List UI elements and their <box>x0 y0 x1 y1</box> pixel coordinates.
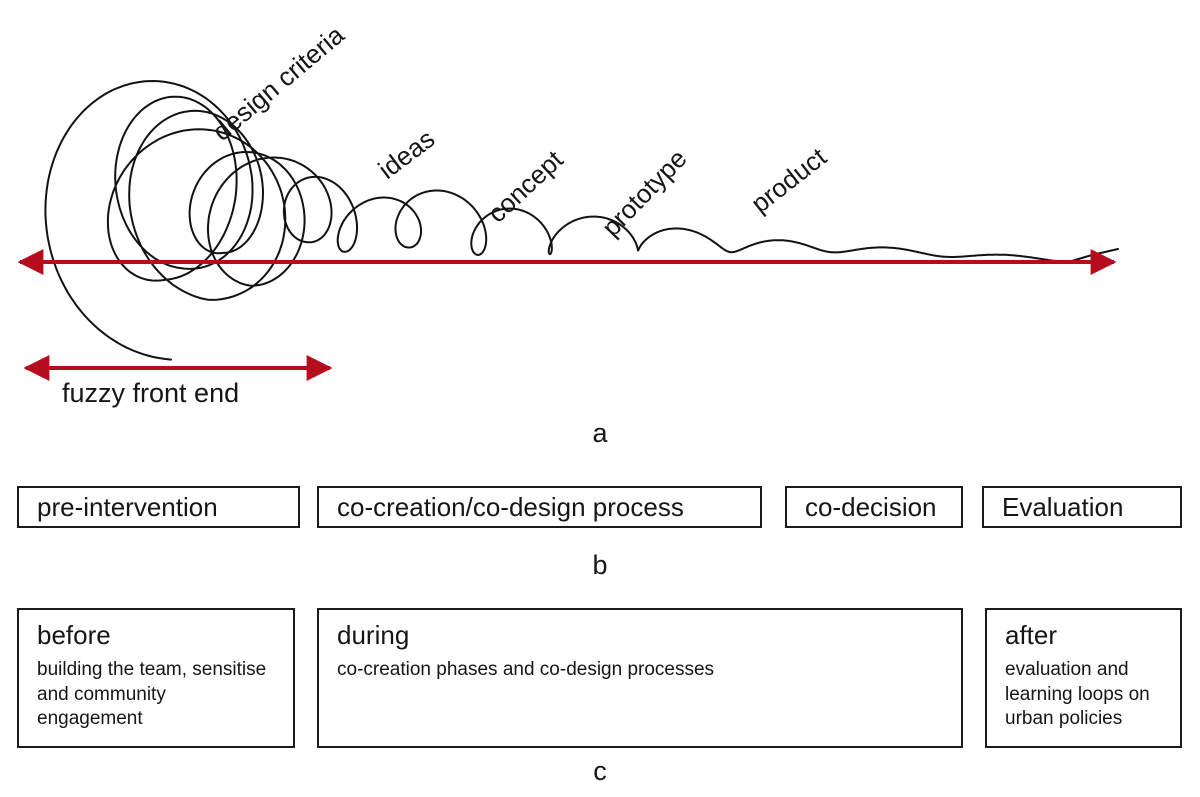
caption-b: b <box>592 550 608 580</box>
stage-description-after: evaluation and learning loops on urban p… <box>1005 659 1150 730</box>
stage-title-before: before <box>37 620 111 650</box>
caption-a: a <box>592 418 608 448</box>
stage-box-after: after evaluation and learning loops on u… <box>985 608 1182 748</box>
phase-box-co-decision: co-decision <box>785 486 963 528</box>
design-squiggle <box>44 79 1119 361</box>
label-concept: concept <box>482 144 570 229</box>
phase-box-co-creation: co-creation/co-design process <box>317 486 762 528</box>
stage-title-during: during <box>337 620 410 650</box>
stage-box-before: before building the team, sensitise and … <box>17 608 295 748</box>
stage-title-after: after <box>1005 620 1058 650</box>
phase-box-evaluation: Evaluation <box>982 486 1182 528</box>
caption-c: c <box>593 756 607 786</box>
label-product: product <box>745 141 832 219</box>
panel-a-squiggle-figure: design criteria ideas concept prototype … <box>17 19 1119 408</box>
stage-description-during: co-creation phases and co-design process… <box>337 659 715 680</box>
fuzzy-front-end-label: fuzzy front end <box>62 378 239 408</box>
stage-box-during: during co-creation phases and co-design … <box>317 608 963 748</box>
label-prototype: prototype <box>596 143 693 242</box>
label-design-criteria: design criteria <box>207 19 351 146</box>
stage-description-before: building the team, sensitise and communi… <box>37 659 267 730</box>
phase-box-pre-intervention: pre-intervention <box>17 486 300 528</box>
label-ideas: ideas <box>373 123 441 184</box>
